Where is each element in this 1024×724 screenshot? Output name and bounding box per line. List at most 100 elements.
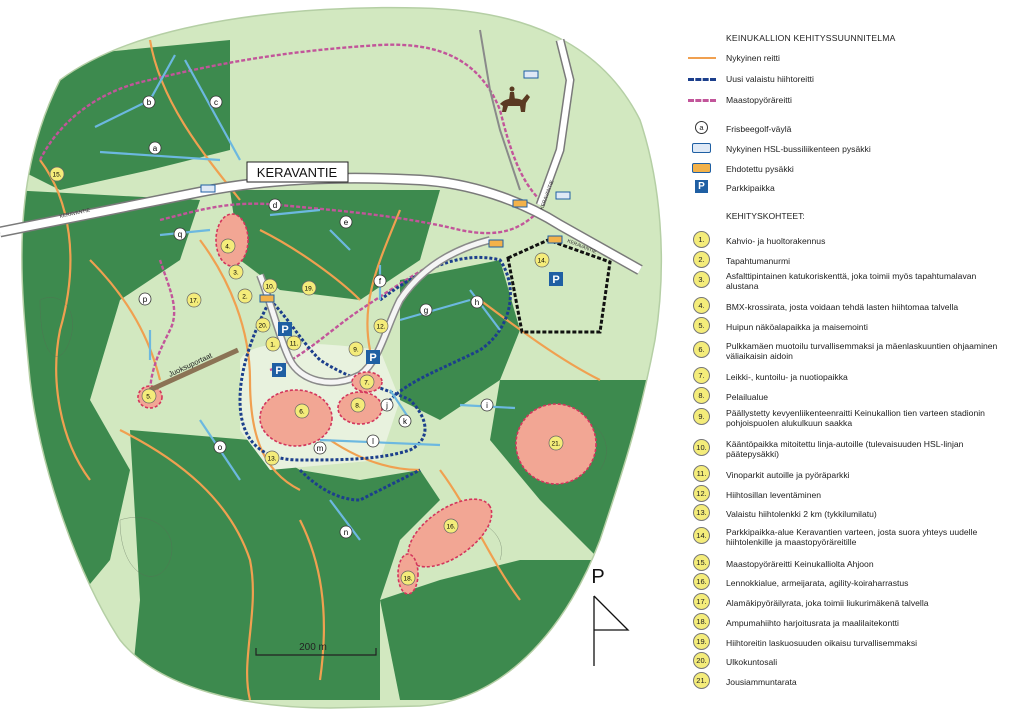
frisbee-fairway-c: c	[209, 95, 223, 109]
site-marker-21: 21.	[548, 435, 564, 451]
site-marker-20: 20.	[255, 317, 271, 333]
frisbee-fairway-o: o	[213, 440, 227, 454]
current-route-line-icon	[688, 57, 716, 59]
site-marker-5: 5.	[141, 388, 157, 404]
target-label: Kääntöpaikka mitoitettu linja-autoille (…	[726, 439, 964, 460]
svg-text:5.: 5.	[146, 394, 152, 401]
target-item-21: 21. Jousiammuntarata	[676, 672, 1006, 689]
target-label: Asfalttipintainen katukoriskenttä, joka …	[726, 271, 977, 292]
svg-text:g: g	[424, 306, 428, 315]
svg-text:P: P	[369, 352, 376, 364]
svg-text:l: l	[372, 437, 374, 446]
target-label: Lennokkialue, armeijarata, agility-koira…	[726, 577, 909, 588]
parking-marker-icon: P	[272, 363, 286, 377]
target-label: Vinoparkit autoille ja pyöräparkki	[726, 469, 850, 480]
svg-text:14.: 14.	[537, 258, 546, 265]
target-item-15: 15.Maastopyöräreitti Keinukalliolta Ahjo…	[676, 554, 1006, 571]
svg-text:k: k	[403, 417, 408, 426]
site-marker-6: 6.	[294, 403, 310, 419]
legend-label: Uusi valaistu hiihtoreitti	[726, 73, 814, 84]
svg-text:17.: 17.	[189, 298, 198, 305]
target-number-icon: 21.	[693, 672, 710, 689]
target-item-7: 7.Leikki-, kuntoilu- ja nuotiopaikka	[676, 367, 1006, 384]
svg-text:13.: 13.	[267, 456, 276, 463]
target-number-icon: 5.	[693, 317, 710, 334]
target-item-5: 5.Huipun näköalapaikka ja maisemointi	[676, 317, 1006, 334]
bus-stop-current-icon	[200, 184, 216, 193]
target-label: Hiihtoreitin laskuosuuden oikaisu turval…	[726, 637, 918, 648]
targets-title: KEHITYSKOHTEET:	[726, 211, 805, 221]
target-number-icon: 2.	[693, 251, 710, 268]
legend-label: Frisbeegolf-väylä	[726, 123, 792, 134]
frisbee-fairway-a: a	[148, 141, 162, 155]
target-label: BMX-krossirata, josta voidaan tehdä last…	[726, 301, 959, 312]
target-label: Hiihtosillan leventäminen	[726, 489, 822, 500]
svg-text:a: a	[153, 144, 158, 153]
target-number-icon: 13.	[693, 504, 710, 521]
svg-text:q: q	[178, 230, 182, 239]
svg-text:P: P	[281, 324, 288, 336]
bus-stop-current-icon	[523, 70, 539, 79]
legend-label: Maastopyöräreitti	[726, 94, 792, 105]
svg-text:16.: 16.	[446, 524, 455, 531]
frisbee-fairway-k: k	[398, 414, 412, 428]
parking-markers: P P P P	[272, 272, 563, 377]
target-label: Ampumahiihto harjoitusrata ja maalilaite…	[726, 617, 899, 628]
svg-text:20.: 20.	[258, 323, 267, 330]
frisbee-fairway-d: d	[268, 198, 282, 212]
frisbee-marker-icon: a	[695, 121, 708, 134]
site-marker-19: 19.	[301, 280, 317, 296]
legend-title: KEINUKALLION KEHITYSSUUNNITELMA	[726, 33, 896, 43]
legend-label: Nykyinen HSL-bussiliikenteen pysäkki	[726, 143, 871, 154]
target-label: Jousiammuntarata	[726, 676, 797, 687]
svg-text:b: b	[147, 98, 152, 107]
bus-stop-new-icon	[488, 239, 504, 248]
bus-new-icon	[692, 163, 711, 173]
target-number-icon: 19.	[693, 633, 710, 650]
target-item-4: 4. BMX-krossirata, josta voidaan tehdä la…	[676, 297, 1006, 314]
legend-bus-new: Ehdotettu pysäkki	[676, 162, 1006, 176]
target-label: Leikki-, kuntoilu- ja nuotiopaikka	[726, 371, 848, 382]
target-item-1: 1.Kahvio- ja huoltorakennus	[676, 231, 1006, 248]
site-marker-4: 4.	[220, 238, 236, 254]
parking-marker-icon: P	[278, 322, 292, 336]
svg-text:9.: 9.	[353, 347, 359, 354]
svg-text:P: P	[552, 274, 559, 286]
legend-frisbee: a Frisbeegolf-väylä	[676, 121, 1006, 136]
target-number-icon: 6.	[693, 341, 710, 359]
svg-text:4.: 4.	[225, 244, 231, 251]
target-label: Alamäkipyöräilyrata, joka toimii liukuri…	[726, 597, 929, 608]
parking-area-14	[506, 238, 612, 334]
mtb-route-line-icon	[688, 99, 716, 102]
legend-mtb-route: Maastopyöräreitti	[676, 93, 1006, 107]
legend-current-route: Nykyinen reitti	[676, 51, 1006, 65]
svg-text:o: o	[218, 443, 223, 452]
svg-text:7.: 7.	[364, 380, 370, 387]
target-item-3: 3.Asfalttipintainen katukoriskenttä, jok…	[676, 271, 1006, 292]
target-number-icon: 20.	[693, 652, 710, 669]
svg-text:12.: 12.	[376, 324, 385, 331]
frisbee-fairway-e: e	[339, 215, 353, 229]
svg-text:200 m: 200 m	[299, 642, 327, 653]
target-item-2: 2. Tapahtumanurmi	[676, 251, 1006, 268]
svg-text:d: d	[273, 201, 277, 210]
svg-text:j: j	[385, 401, 388, 410]
site-marker-18: 18.	[400, 570, 416, 586]
scale-bar: 200 m	[255, 642, 377, 656]
target-item-19: 19. Hiihtoreitin laskuosuuden oikaisu tur…	[676, 633, 1006, 650]
bus-stop-new-icon	[259, 294, 275, 303]
site-marker-1: 1.	[265, 336, 281, 352]
frisbee-fairway-h: h	[470, 295, 484, 309]
bus-stop-new-icon	[547, 235, 563, 244]
target-number-icon: 17.	[693, 593, 710, 610]
svg-text:KERAVANTIE: KERAVANTIE	[257, 165, 338, 180]
svg-text:10.: 10.	[265, 284, 274, 291]
target-number-icon: 4.	[693, 297, 710, 314]
bus-stop-current-icon	[555, 191, 571, 200]
svg-text:n: n	[344, 528, 348, 537]
site-marker-16: 16.	[443, 518, 459, 534]
target-label: Tapahtumanurmi	[726, 255, 791, 266]
site-marker-7: 7.	[359, 374, 375, 390]
